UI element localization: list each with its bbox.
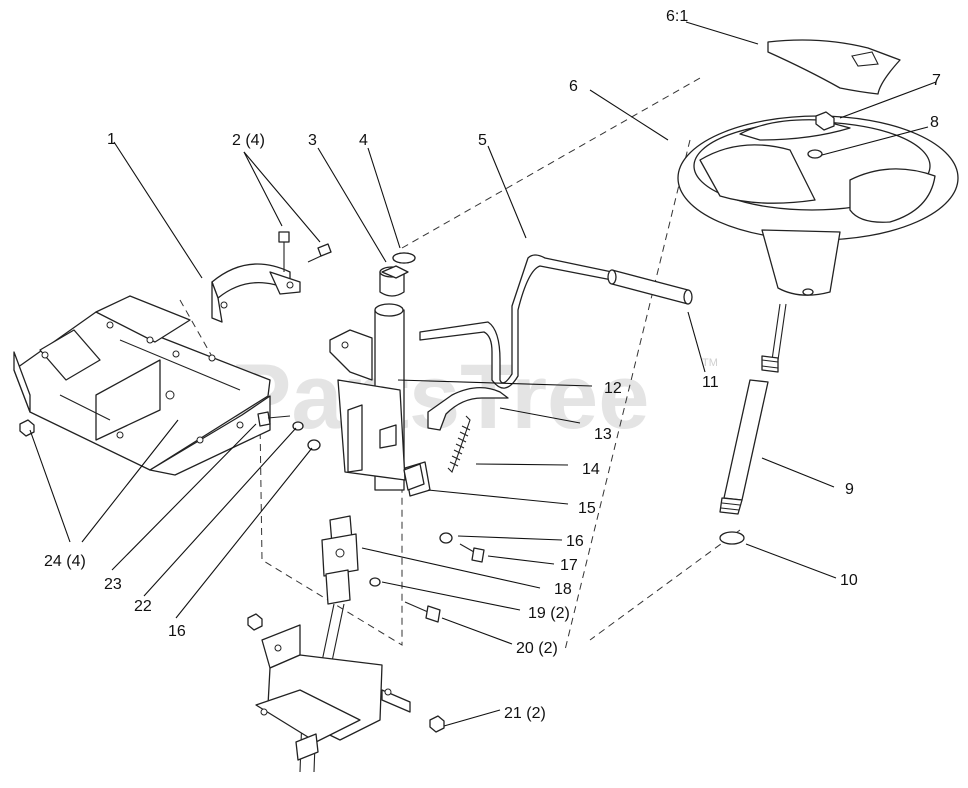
lower-mount-bracket [255, 624, 411, 761]
callout-22: 22 [134, 598, 152, 615]
callout-7: 7 [932, 72, 941, 89]
callout-20: 20 (2) [516, 640, 558, 657]
callout-15: 15 [578, 500, 596, 517]
callout-23: 23 [104, 576, 122, 593]
callout-12: 12 [604, 380, 622, 397]
callout-19: 19 (2) [528, 605, 570, 622]
leader-lines [29, 21, 937, 727]
callout-9: 9 [845, 481, 854, 498]
callout-21: 21 (2) [504, 705, 546, 722]
side-bolt-washers [257, 411, 321, 451]
callout-16b: 16 [168, 623, 186, 640]
callout-5: 5 [478, 132, 487, 149]
watermark: PartsTree TM [230, 346, 718, 448]
watermark-trademark: TM [702, 357, 718, 369]
callout-18: 18 [554, 581, 572, 598]
steering-wheel [677, 115, 959, 296]
frame-bracket [13, 295, 271, 476]
column-bushing [381, 252, 416, 279]
callout-16a: 16 [566, 533, 584, 550]
callout-3: 3 [308, 132, 317, 149]
callout-1: 1 [107, 131, 116, 148]
callout-13: 13 [594, 426, 612, 443]
callout-6-1: 6:1 [666, 8, 688, 25]
callout-11: 11 [702, 374, 719, 391]
right-bolt-washer [439, 532, 485, 563]
wheel-nut-washer [807, 111, 835, 159]
clamp-bolts [278, 231, 332, 272]
spacer [403, 463, 425, 491]
joint-bolts [369, 577, 441, 623]
callout-17: 17 [560, 557, 578, 574]
callout-10: 10 [840, 572, 858, 589]
lever-bracket [427, 387, 509, 431]
callout-6: 6 [569, 78, 578, 95]
tilt-lever [419, 254, 693, 389]
callout-4: 4 [359, 132, 368, 149]
steering-shaft [719, 303, 787, 545]
watermark-text: PartsTree [230, 346, 649, 448]
callout-2: 2 (4) [232, 132, 265, 149]
column-clamp [211, 263, 301, 323]
frame-nut [19, 419, 35, 437]
steering-wheel-cap [767, 39, 901, 95]
callout-14: 14 [582, 461, 600, 478]
tension-spring [447, 415, 471, 474]
callout-labels: 6:1 7 6 8 1 2 (4) 3 4 5 11 12 13 14 15 9… [44, 8, 941, 722]
mount-nuts [247, 613, 445, 733]
callout-24: 24 (4) [44, 553, 86, 570]
callout-8: 8 [930, 114, 939, 131]
